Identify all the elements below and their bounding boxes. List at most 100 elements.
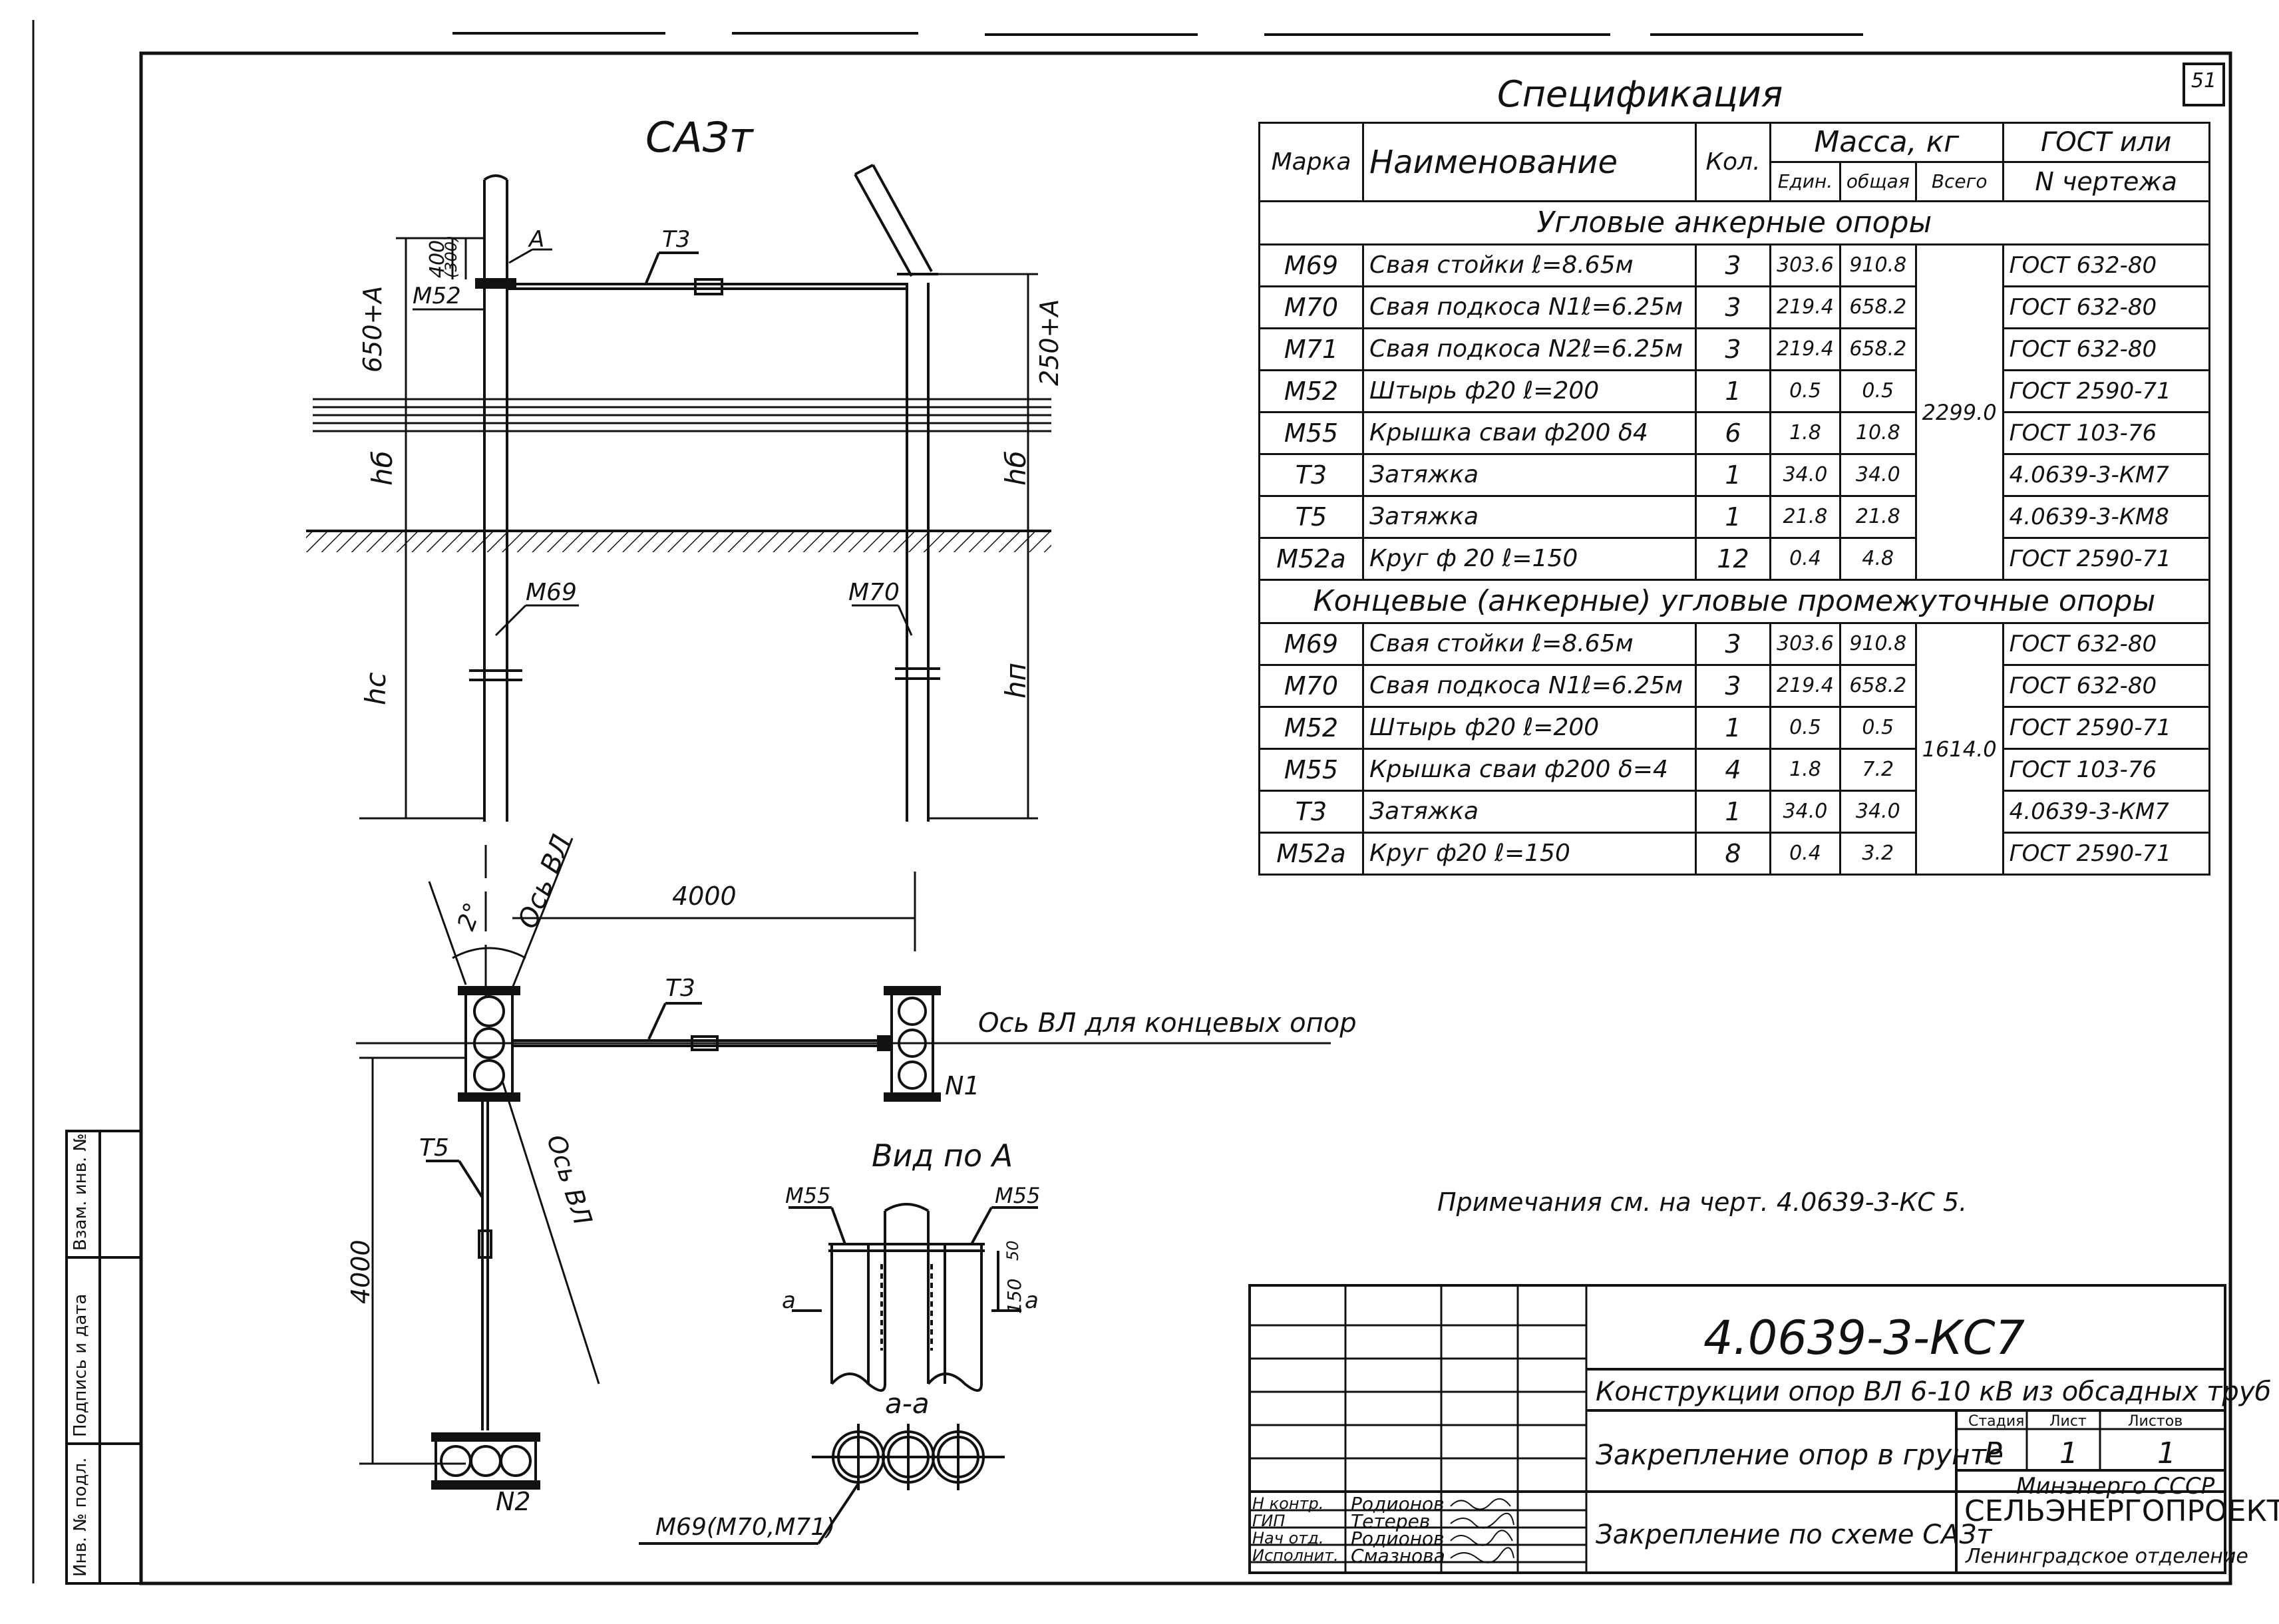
spec-cell-qty: 1	[1695, 706, 1771, 750]
spec-cell-name: Свая подкоса N1ℓ=6.25м	[1362, 285, 1697, 329]
label-n1: N1	[945, 1071, 980, 1100]
spec-cell-gost: 4.0639-3-КМ7	[2002, 453, 2210, 497]
view-a-title: Вид по А	[872, 1138, 1013, 1174]
spec-cell-unit: 34.0	[1769, 790, 1841, 834]
header-general: общая	[1839, 161, 1917, 202]
spec-cell-general: 10.8	[1839, 411, 1917, 455]
spec-cell-name: Крышка сваи ф200 δ=4	[1362, 748, 1697, 792]
spec-cell-gost: ГОСТ 103-76	[2002, 411, 2210, 455]
spec-cell-qty: 12	[1695, 537, 1771, 581]
spec-cell-qty: 3	[1695, 327, 1771, 371]
header-all: Всего	[1914, 161, 2004, 202]
label-m70: М70	[848, 579, 900, 606]
view-a-elevation	[789, 1203, 1038, 1392]
plan-tie-t3	[512, 1002, 893, 1051]
spec-cell-gost: ГОСТ 632-80	[2002, 327, 2210, 371]
spec-cell-name: Свая подкоса N1ℓ=6.25м	[1362, 664, 1697, 708]
spec-cell-name: Свая подкоса N2ℓ=6.25м	[1362, 327, 1697, 371]
org-name: СЕЛЬЭНЕРГОПРОЕКТ	[1964, 1494, 2279, 1528]
spec-cell-general: 7.2	[1839, 748, 1917, 792]
plan-tie-t5	[426, 1098, 492, 1430]
spec-cell-qty: 3	[1695, 664, 1771, 708]
spec-cell-mark: Т3	[1258, 790, 1364, 834]
spec-cell-gost: ГОСТ 2590-71	[2002, 832, 2210, 876]
dim-50: 50	[1003, 1240, 1022, 1261]
plan-pile-group-n2	[431, 1432, 540, 1490]
spec-cell-name: Штырь ф20 ℓ=200	[1362, 706, 1697, 750]
name-n-kontr: Родионов	[1351, 1493, 1445, 1515]
label-m55-right: М55	[995, 1183, 1041, 1208]
spec-cell-mark: М55	[1258, 748, 1364, 792]
spec-cell-gost: ГОСТ 632-80	[2002, 622, 2210, 666]
elevation-left-pile	[469, 174, 522, 822]
label-t3-elevation: Т3	[662, 226, 691, 253]
spec-cell-qty: 4	[1695, 748, 1771, 792]
dim-hb-left: hб	[366, 450, 399, 486]
spec-section-row: Угловые анкерные опоры	[1258, 200, 2210, 245]
header-mass: Масса, кг	[1769, 122, 2004, 163]
spec-cell-general: 3.2	[1839, 832, 1917, 876]
spec-cell-general: 34.0	[1839, 453, 1917, 497]
sheet-number: 51	[2191, 69, 2217, 92]
spec-title: Спецификация	[1497, 73, 1783, 115]
spec-cell-unit: 0.5	[1769, 706, 1841, 750]
spec-cell-general: 21.8	[1839, 495, 1917, 539]
label-m69-group: М69(М70,М71)	[655, 1514, 836, 1541]
stage-value: Р	[1984, 1436, 2002, 1470]
section-mark-right: а	[1025, 1287, 1039, 1314]
spec-cell-gost: ГОСТ 632-80	[2002, 285, 2210, 329]
sheet-label: Лист	[2049, 1413, 2087, 1430]
spec-cell-name: Затяжка	[1362, 790, 1697, 834]
label-m69: М69	[526, 579, 577, 606]
spec-cell-mark: М52а	[1258, 832, 1364, 876]
plan-axis-lines	[356, 838, 1331, 1465]
spec-cell-qty: 1	[1695, 790, 1771, 834]
spec-cell-name: Круг ф 20 ℓ=150	[1362, 537, 1697, 581]
sheet-value: 1	[2059, 1436, 2078, 1470]
spec-cell-name: Свая стойки ℓ=8.65м	[1362, 622, 1697, 666]
header-name: Наименование	[1362, 122, 1697, 202]
spec-cell-unit: 303.6	[1769, 622, 1841, 666]
header-qty: Кол.	[1695, 122, 1771, 202]
spec-cell-mark: Т3	[1258, 453, 1364, 497]
sheet-name: Закрепление опор в грунте	[1596, 1438, 2004, 1471]
doc-code: 4.0639-3-КС7	[1703, 1311, 2025, 1365]
spec-table: Марка Наименование Кол. Масса, кг ГОСТ и…	[1258, 122, 2210, 876]
spec-cell-unit: 1.8	[1769, 411, 1841, 455]
spec-cell-general: 658.2	[1839, 664, 1917, 708]
spec-cell-qty: 3	[1695, 285, 1771, 329]
name-nach-otd: Родионов	[1351, 1528, 1445, 1549]
spec-cell-name: Свая стойки ℓ=8.65м	[1362, 244, 1697, 287]
spec-cell-mark: М52	[1258, 706, 1364, 750]
label-m55-left: М55	[785, 1183, 831, 1208]
spec-cell-general: 4.8	[1839, 537, 1917, 581]
spec-cell-qty: 8	[1695, 832, 1771, 876]
spec-cell-mark: М71	[1258, 327, 1364, 371]
elevation-dimensions	[359, 237, 1038, 820]
dim-hb-right: hб	[999, 450, 1032, 486]
drawing-title: САЗт	[645, 113, 753, 162]
signatures	[1450, 1498, 1514, 1563]
header-mark: Марка	[1258, 122, 1364, 202]
spec-cell-mark: М69	[1258, 244, 1364, 287]
spec-cell-gost: ГОСТ 2590-71	[2002, 369, 2210, 413]
side-strip-label-vzam: Взам. инв. №	[71, 1133, 90, 1251]
spec-cell-gost: ГОСТ 632-80	[2002, 664, 2210, 708]
sheet-frame	[139, 51, 2232, 1585]
title-block: 4.0639-3-КС7 Конструкции опор ВЛ 6-10 кВ…	[1248, 1284, 2279, 1574]
spec-cell-qty: 3	[1695, 244, 1771, 287]
spec-cell-general: 658.2	[1839, 285, 1917, 329]
role-n-kontr: Н контр.	[1252, 1494, 1324, 1513]
header-drawing: N чертежа	[2002, 161, 2210, 202]
role-ispolnit: Исполнит.	[1252, 1546, 1339, 1565]
dim-4000-left: 4000	[346, 1239, 375, 1304]
spec-cell-unit: 34.0	[1769, 453, 1841, 497]
spec-cell-mark: М70	[1258, 664, 1364, 708]
section-mark-left: а	[782, 1287, 796, 1314]
sheets-value: 1	[2157, 1436, 2176, 1470]
